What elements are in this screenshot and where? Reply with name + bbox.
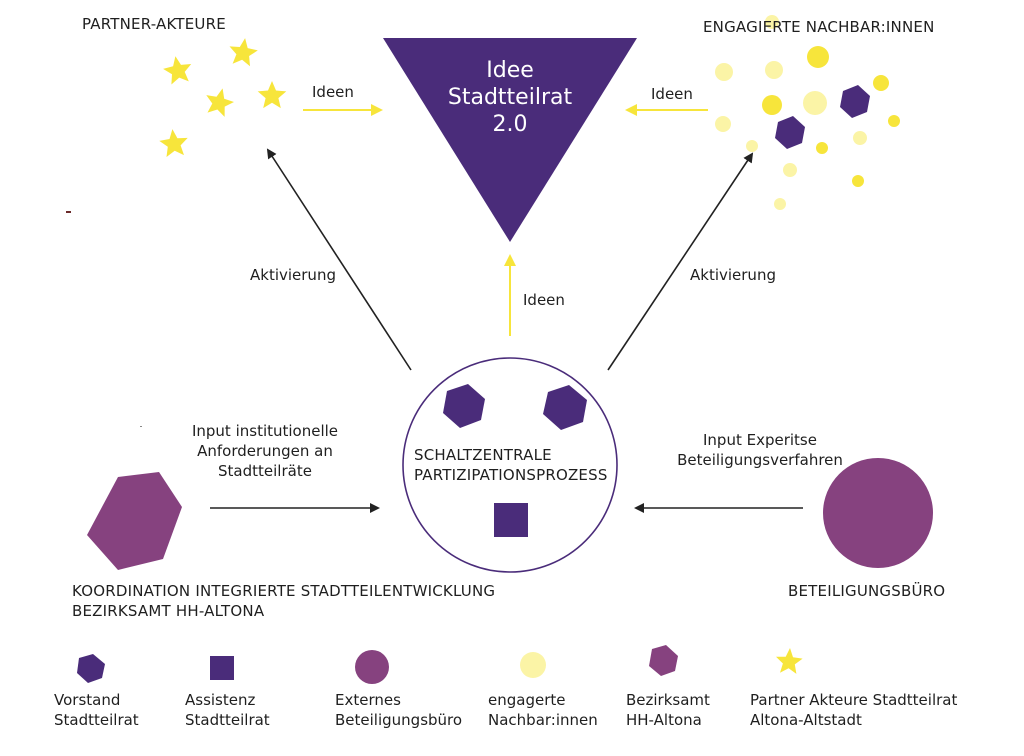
legend-item-line1: Bezirksamt	[626, 691, 710, 709]
ideas-center-label: Ideen	[523, 291, 565, 309]
activation-left-label: Aktivierung	[250, 266, 336, 284]
hub-hexagon-right	[543, 385, 587, 430]
input-left-label: Input institutionelle Anforderungen an S…	[170, 421, 360, 481]
neighbour-circle	[765, 15, 779, 29]
neighbour-circle	[774, 198, 786, 210]
idea-title-line3: 2.0	[492, 112, 528, 137]
legend-item-label: Vorstand Stadtteilrat	[54, 690, 139, 730]
legend-item-label: Assistenz Stadtteilrat	[185, 690, 270, 730]
partner-star-icon	[159, 129, 188, 157]
partner-star-icon	[206, 88, 234, 117]
ideas-right-label: Ideen	[651, 85, 693, 103]
partner-stars	[159, 38, 287, 157]
idea-triangle	[383, 38, 637, 242]
neighbour-hexagon	[775, 116, 805, 149]
office-circle	[823, 458, 933, 568]
legend-hexagon-icon	[77, 654, 105, 683]
neighbour-circle	[816, 142, 828, 154]
partner-star-icon	[163, 56, 192, 85]
neighbour-shapes	[715, 15, 900, 210]
coordination-hexagon	[87, 472, 182, 570]
legend-item-label: Externes Beteiligungsbüro	[335, 690, 462, 730]
activation-arrow-left	[266, 148, 412, 371]
stray-mark	[66, 211, 71, 213]
legend-star-icon	[776, 648, 803, 674]
legend-item-line2: Nachbar:innen	[488, 711, 598, 729]
legend-hexagon-icon	[649, 645, 678, 676]
hub-hexagon-left	[443, 384, 485, 428]
legend-item-line2: Stadtteilrat	[185, 711, 270, 729]
idea-title-line1: Idee	[486, 58, 534, 83]
idea-title-line2: Stadtteilrat	[447, 85, 573, 110]
neighbour-circle	[762, 95, 782, 115]
partner-star-icon	[229, 38, 258, 67]
legend-item-line1: Assistenz	[185, 691, 256, 709]
coordination-label-line2: BEZIRKSAMT HH-ALTONA	[72, 602, 265, 620]
input-left-line1: Input institutionelle	[191, 422, 339, 440]
hub-label: SCHALTZENTRALE PARTIZIPATIONSPROZESS	[400, 445, 620, 485]
legend-item-line2: Altona-Altstadt	[750, 711, 862, 729]
legend-item-line2: Stadtteilrat	[54, 711, 139, 729]
input-right-line1: Input Experitse	[703, 431, 817, 449]
neighbour-circle	[888, 115, 900, 127]
neighbours-label: ENGAGIERTE NACHBAR:INNEN	[703, 18, 935, 36]
legend-item-label: engagerte Nachbar:innen	[488, 690, 598, 730]
coordination-label-line1: KOORDINATION INTEGRIERTE STADTTEILENTWIC…	[72, 582, 496, 600]
neighbour-circle	[803, 91, 827, 115]
legend-item-line1: Externes	[335, 691, 401, 709]
input-right-line2: Beteiligungsverfahren	[677, 451, 843, 469]
legend-item-line1: engagerte	[488, 691, 566, 709]
legend-item-line2: HH-Altona	[626, 711, 702, 729]
neighbour-circle	[765, 61, 783, 79]
legend-item-line1: Partner Akteure Stadtteilrat	[750, 691, 958, 709]
neighbour-circle	[783, 163, 797, 177]
legend-item-line1: Vorstand	[54, 691, 121, 709]
hub-label-line1: SCHALTZENTRALE	[414, 446, 552, 464]
legend-item-line2: Beteiligungsbüro	[335, 711, 463, 729]
office-label: BETEILIGUNGSBÜRO	[788, 582, 946, 600]
input-left-line2: Anforderungen an	[197, 442, 333, 460]
partners-label: PARTNER-AKTEURE	[82, 15, 226, 33]
partner-star-icon	[257, 81, 287, 109]
input-left-line3: Stadtteilräte	[218, 462, 312, 480]
neighbour-circle	[873, 75, 889, 91]
legend-star-icon	[776, 648, 803, 674]
neighbour-circle	[746, 140, 758, 152]
activation-right-label: Aktivierung	[690, 266, 776, 284]
activation-arrow-right	[607, 152, 754, 371]
neighbour-circle	[807, 46, 829, 68]
legend-item-label: Bezirksamt HH-Altona	[626, 690, 710, 730]
hub-square	[494, 503, 528, 537]
neighbour-hexagon	[840, 85, 870, 118]
hub-label-line2: PARTIZIPATIONSPROZESS	[414, 466, 608, 484]
legend-square-icon	[210, 656, 234, 680]
neighbour-circle	[853, 131, 867, 145]
legend-circle-icon	[355, 650, 389, 684]
legend-item-label: Partner Akteure Stadtteilrat Altona-Alts…	[750, 690, 957, 730]
neighbour-circle	[715, 116, 731, 132]
idea-title: Idee Stadtteilrat 2.0	[440, 57, 580, 138]
input-right-label: Input Experitse Beteiligungsverfahren	[660, 430, 860, 470]
legend-circle-icon	[520, 652, 546, 678]
neighbour-circle	[852, 175, 864, 187]
neighbour-circle	[715, 63, 733, 81]
ideas-left-label: Ideen	[312, 83, 354, 101]
stray-mark	[140, 426, 142, 427]
